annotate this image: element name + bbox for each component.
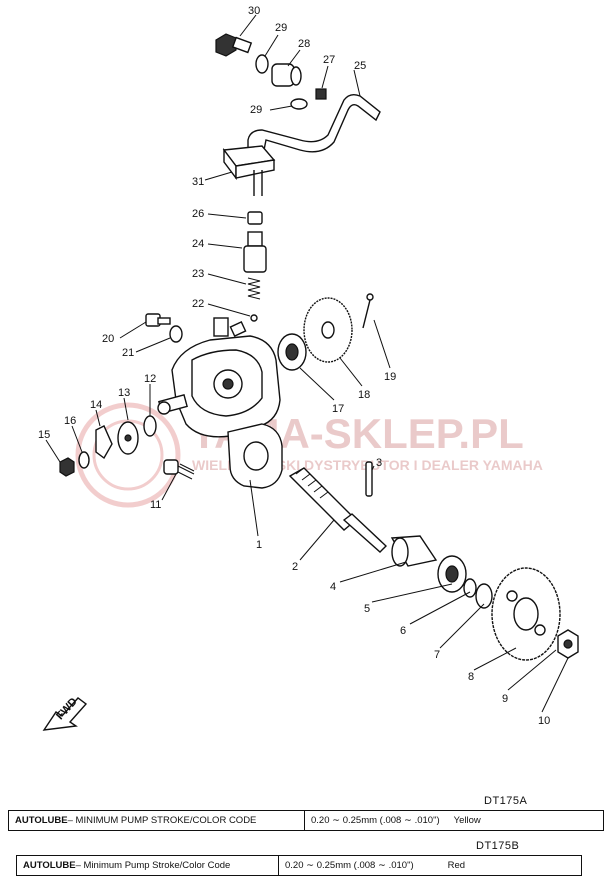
- callout-31: 31: [192, 176, 204, 188]
- callout-20: 20: [102, 333, 114, 345]
- shaft-collar: [390, 535, 438, 567]
- washer-lower: [290, 98, 308, 110]
- callout-14: 14: [90, 399, 102, 411]
- callout-29: 29: [275, 22, 287, 34]
- callout-25: 25: [354, 60, 366, 72]
- cover-washer: [143, 415, 157, 437]
- spec-value-cell: 0.20 ∼ 0.25mm (.008 ∼ .010") Yellow: [305, 811, 603, 830]
- callout-8: 8: [468, 671, 474, 683]
- callout-17: 17: [332, 403, 344, 415]
- check-ball: [250, 314, 258, 322]
- adjusting-pulley: [95, 425, 113, 460]
- callout-9: 9: [502, 693, 508, 705]
- spec-table-a: AUTOLUBE – MINIMUM PUMP STROKE/COLOR COD…: [8, 810, 604, 831]
- pump-screw: [163, 459, 195, 480]
- shaft-washer: [475, 583, 493, 609]
- callout-22: 22: [192, 298, 204, 310]
- callout-labels: 30 29 28 27 25 29 31 26 24 23 22 20 21 1…: [38, 5, 550, 727]
- spec-label: – MINIMUM PUMP STROKE/COLOR CODE: [67, 815, 257, 826]
- callout-16: 16: [64, 415, 76, 427]
- driven-gear: [303, 297, 353, 363]
- drive-gear: [491, 567, 561, 661]
- spec-color: Red: [447, 860, 466, 871]
- spec-label: – Minimum Pump Stroke/Color Code: [75, 860, 231, 871]
- spec-brand: AUTOLUBE: [15, 815, 68, 826]
- callout-13: 13: [118, 387, 130, 399]
- callout-1: 1: [256, 539, 262, 551]
- drive-shaft: [288, 467, 388, 553]
- model-label-a: DT175A: [484, 795, 528, 807]
- spec-color: Yellow: [453, 815, 481, 826]
- callout-28: 28: [298, 38, 310, 50]
- valve-body: [243, 231, 267, 273]
- callout-21: 21: [122, 347, 134, 359]
- valve-nut: [247, 211, 263, 225]
- spec-label-cell: AUTOLUBE – Minimum Pump Stroke/Color Cod…: [17, 856, 279, 875]
- callout-29-lower: 29: [250, 104, 262, 116]
- shaft-bearing: [437, 555, 467, 593]
- pump-gasket: [227, 423, 283, 489]
- pump-mount-bolt: [145, 313, 171, 327]
- callout-11: 11: [150, 499, 161, 511]
- callout-26: 26: [192, 208, 204, 220]
- spec-value-cell: 0.20 ∼ 0.25mm (.008 ∼ .010") Red: [279, 856, 581, 875]
- valve-spring: [247, 277, 261, 300]
- pump-body: [157, 317, 281, 438]
- shaft-spacer: [463, 578, 477, 598]
- model-label-b: DT175B: [476, 840, 520, 852]
- spec-value: 0.20 ∼ 0.25mm (.008 ∼ .010"): [285, 860, 414, 871]
- exploded-parts-diagram: YAMA-SKLEP.PL WIELKOPOLSKI DYSTRYBUTOR I…: [38, 5, 579, 731]
- bolt-washer: [169, 325, 183, 343]
- union-bolt: [315, 88, 327, 100]
- callout-7: 7: [434, 649, 440, 661]
- banjo-fitting: [271, 63, 302, 87]
- callout-5: 5: [364, 603, 370, 615]
- callout-24: 24: [192, 238, 204, 250]
- fwd-arrow: FWD: [42, 696, 88, 731]
- washer-upper: [255, 54, 269, 74]
- delivery-pipe: [247, 93, 381, 161]
- callout-30: 30: [248, 5, 260, 17]
- drive-pin: [365, 461, 373, 497]
- callout-10: 10: [538, 715, 550, 727]
- gear-pin: [362, 293, 374, 329]
- banjo-bolt: [215, 33, 253, 57]
- callout-23: 23: [192, 268, 204, 280]
- adjusting-plate: [117, 421, 139, 455]
- callout-4: 4: [330, 581, 336, 593]
- spec-brand: AUTOLUBE: [23, 860, 76, 871]
- pump-bearing: [277, 333, 307, 371]
- callout-6: 6: [400, 625, 406, 637]
- callout-18: 18: [358, 389, 370, 401]
- spec-label-cell: AUTOLUBE – MINIMUM PUMP STROKE/COLOR COD…: [9, 811, 305, 830]
- pulley-washer: [78, 451, 90, 469]
- callout-12: 12: [144, 373, 156, 385]
- spec-table-b: AUTOLUBE – Minimum Pump Stroke/Color Cod…: [16, 855, 582, 876]
- callout-15: 15: [38, 429, 50, 441]
- watermark-logo: [75, 402, 181, 508]
- callout-19: 19: [384, 371, 396, 383]
- callout-27: 27: [323, 54, 335, 66]
- spec-value: 0.20 ∼ 0.25mm (.008 ∼ .010"): [311, 815, 440, 826]
- callout-2: 2: [292, 561, 298, 573]
- pulley-nut: [59, 457, 75, 477]
- callout-3: 3: [376, 457, 382, 469]
- gear-nut: [557, 629, 579, 659]
- leader-lines: [45, 14, 569, 713]
